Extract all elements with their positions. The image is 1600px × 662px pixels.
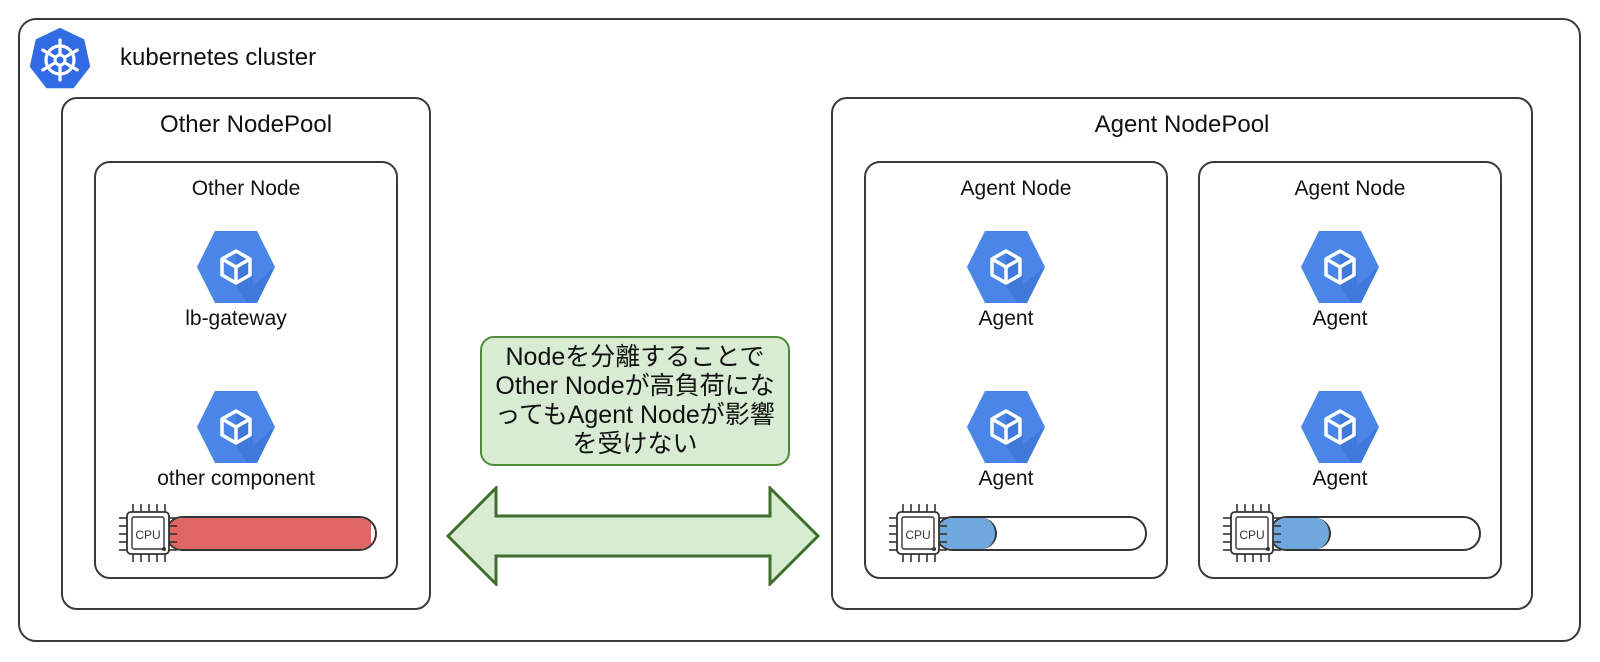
agent-node-2: Agent Node <box>1198 161 1502 579</box>
nodepool-title: Other NodePool <box>159 111 333 138</box>
pod-label: other component <box>157 467 315 490</box>
kubernetes-helm-icon <box>28 26 92 90</box>
pod-hexagon-icon <box>1299 389 1381 465</box>
pod-label: Agent <box>1312 307 1368 330</box>
cpu-chip-icon: CPU <box>117 502 179 564</box>
pod-label: lb-gateway <box>185 307 287 330</box>
pod-agent: Agent <box>1230 229 1450 331</box>
cpu-load-fill <box>167 518 371 549</box>
node-title: Other Node <box>191 177 301 200</box>
cpu-chip-icon: CPU <box>887 502 949 564</box>
pod-label: Agent <box>1312 467 1368 490</box>
cpu-load-fill <box>1271 518 1332 549</box>
cpu-load-bar <box>935 516 1147 551</box>
pod-other-component: other component <box>126 389 346 491</box>
pod-agent: Agent <box>896 389 1116 491</box>
pod-label: Agent <box>978 307 1034 330</box>
cpu-icon-label: CPU <box>905 528 930 542</box>
pod-lb-gateway: lb-gateway <box>126 229 346 331</box>
cpu-icon-label: CPU <box>135 528 160 542</box>
pod-agent: Agent <box>896 229 1116 331</box>
isolation-note: Nodeを分離することでOther Nodeが高負荷になってもAgent Nod… <box>480 336 790 466</box>
agent-node-1: Agent Node <box>864 161 1168 579</box>
pod-label: Agent <box>978 467 1034 490</box>
node-title: Agent Node <box>1294 177 1406 200</box>
cpu-load-fill <box>937 518 998 549</box>
pod-hexagon-icon <box>965 229 1047 305</box>
pod-hexagon-icon <box>965 389 1047 465</box>
cluster-title: kubernetes cluster <box>120 44 317 71</box>
cpu-load-bar <box>165 516 377 551</box>
cpu-load-bar <box>1269 516 1481 551</box>
nodepool-title: Agent NodePool <box>1094 111 1270 138</box>
pod-hexagon-icon <box>1299 229 1381 305</box>
double-headed-arrow-icon <box>446 486 820 586</box>
node-title: Agent Node <box>960 177 1072 200</box>
cpu-icon-label: CPU <box>1239 528 1264 542</box>
other-node: Other Node <box>94 161 398 579</box>
pod-hexagon-icon <box>195 389 277 465</box>
cpu-chip-icon: CPU <box>1221 502 1283 564</box>
pod-agent: Agent <box>1230 389 1450 491</box>
pod-hexagon-icon <box>195 229 277 305</box>
